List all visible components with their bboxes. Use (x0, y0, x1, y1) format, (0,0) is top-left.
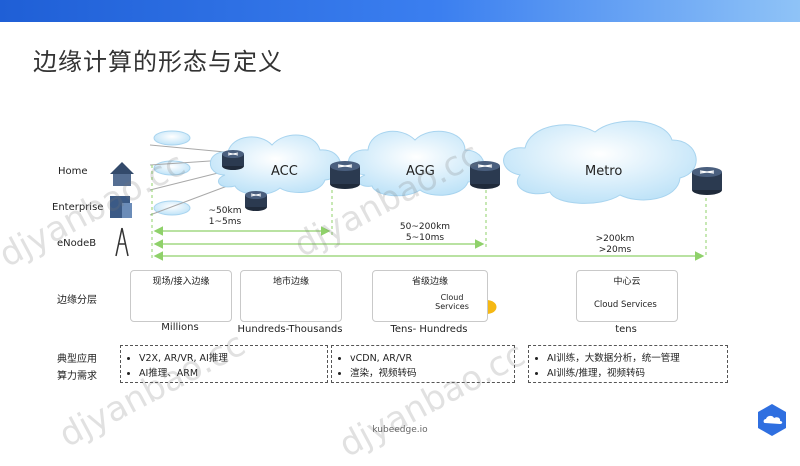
tier-cloud-label-center: Cloud Services (594, 300, 657, 310)
distance-metro: >200km >20ms (585, 234, 645, 256)
distance-agg: 50~200km 5~10ms (395, 222, 455, 244)
tier-cloud-label-city: MEC (276, 300, 295, 310)
distance-arrows (153, 226, 705, 261)
distance-acc-km: ~50km (208, 206, 242, 216)
tier-caption-province: Tens- Hundreds (390, 324, 468, 335)
row-label-tiers: 边缘分层 (57, 295, 97, 306)
page-title: 边缘计算的形态与定义 (33, 48, 283, 76)
tier-title-city: 地市边缘 (272, 277, 309, 287)
tier-box-province: 省级边缘 (372, 270, 488, 322)
distance-acc: ~50km 1~5ms (200, 206, 250, 228)
app-item: AI训练/推理，视频转码 (547, 366, 727, 381)
tier-box-access: 现场/接入边缘 (130, 270, 232, 322)
tier-caption-city: Hundreds-Thousands (237, 324, 343, 335)
device-label-home: Home (58, 166, 88, 177)
tier-cloud-label-province-mec: MEC (390, 300, 409, 310)
apps-box-access: V2X, AR/VR, AI推理 AI推理、ARM (120, 345, 328, 383)
acc-label: ACC (271, 164, 298, 179)
router-icon (222, 150, 722, 211)
app-item: AI推理、ARM (139, 366, 327, 381)
small-clouds (153, 130, 191, 216)
tier-title-access: 现场/接入边缘 (152, 277, 210, 287)
agg-cloud (347, 130, 485, 197)
tier-title-province: 省级边缘 (411, 277, 448, 287)
tier-caption-access: Millions (161, 322, 199, 333)
row-label-apps-1: 典型应用 (57, 354, 97, 365)
app-item: AI训练，大数据分析，统一管理 (547, 351, 727, 366)
tower-icon (115, 227, 129, 257)
app-item: vCDN, AR/VR (350, 351, 514, 366)
apps-box-center: AI训练，大数据分析，统一管理 AI训练/推理，视频转码 (528, 345, 728, 383)
tier-cloud-label-province-cs: Cloud Services (435, 293, 469, 311)
tier-box-city: 地市边缘 (240, 270, 342, 322)
range-markers (151, 165, 707, 260)
device-label-enterprise: Enterprise (52, 202, 104, 213)
footer-url: kubeedge.io (372, 425, 428, 435)
agg-label: AGG (406, 164, 435, 179)
device-label-enodeb: eNodeB (57, 238, 97, 249)
enterprise-icon (110, 196, 132, 218)
tier-title-center: 中心云 (613, 277, 641, 287)
metro-cloud (503, 120, 697, 204)
apps-box-province: vCDN, AR/VR 渲染，视频转码 (331, 345, 515, 383)
top-banner (0, 0, 800, 22)
metro-label: Metro (585, 164, 623, 179)
app-item: V2X, AR/VR, AI推理 (139, 351, 327, 366)
kubeedge-logo-icon (758, 404, 786, 436)
tier-caption-center: tens (615, 324, 637, 335)
tier-cloud-label-access: MEC (166, 300, 185, 310)
row-label-apps-2: 算力需求 (57, 371, 97, 382)
app-item: 渲染，视频转码 (350, 366, 514, 381)
distance-agg-km: 50~200km (399, 222, 451, 232)
home-icon (110, 162, 134, 186)
distance-acc-ms: 1~5ms (208, 217, 242, 227)
distance-metro-km: >200km (595, 234, 635, 244)
distance-agg-ms: 5~10ms (405, 233, 445, 243)
distance-metro-ms: >20ms (598, 245, 632, 255)
tier-box-center: 中心云 (576, 270, 678, 322)
